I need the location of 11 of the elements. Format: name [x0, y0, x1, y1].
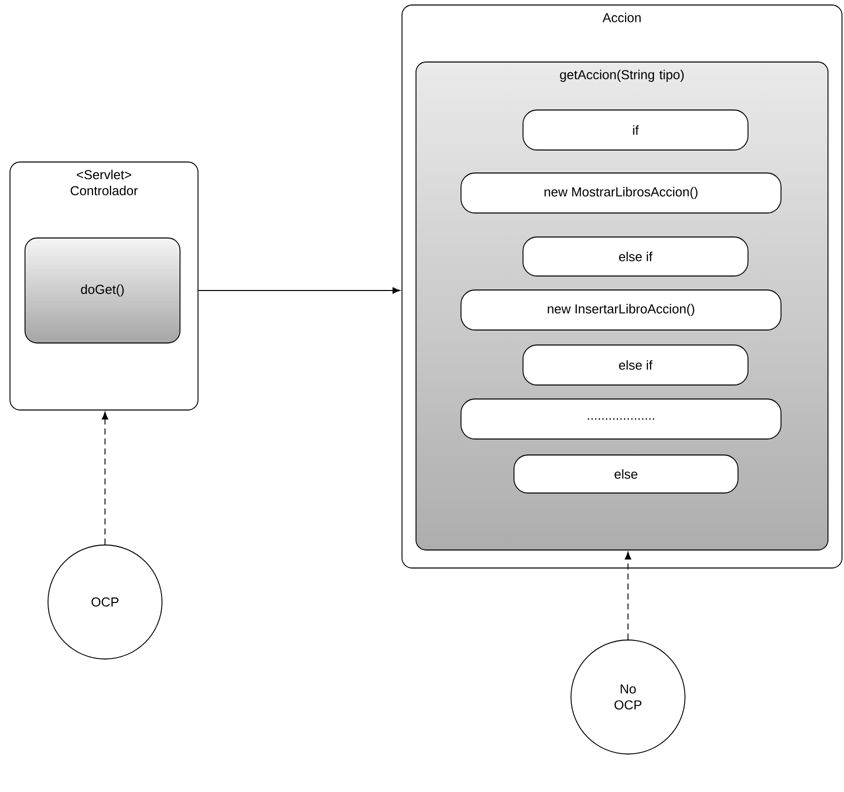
arrow: [102, 412, 108, 545]
arrow: [198, 287, 400, 294]
statement-pill: new InsertarLibroAccion(): [460, 290, 782, 330]
statement-pill: else if: [522, 344, 748, 386]
arrow: [624, 552, 632, 640]
statement-pill: else: [514, 454, 738, 494]
statement-pill: new MostrarLibrosAccion(): [460, 172, 782, 214]
statement-pill: ...................: [460, 398, 782, 440]
statement-pill: else if: [522, 236, 748, 276]
statement-pill: if: [522, 110, 748, 150]
method-box: doGet(): [24, 238, 180, 344]
